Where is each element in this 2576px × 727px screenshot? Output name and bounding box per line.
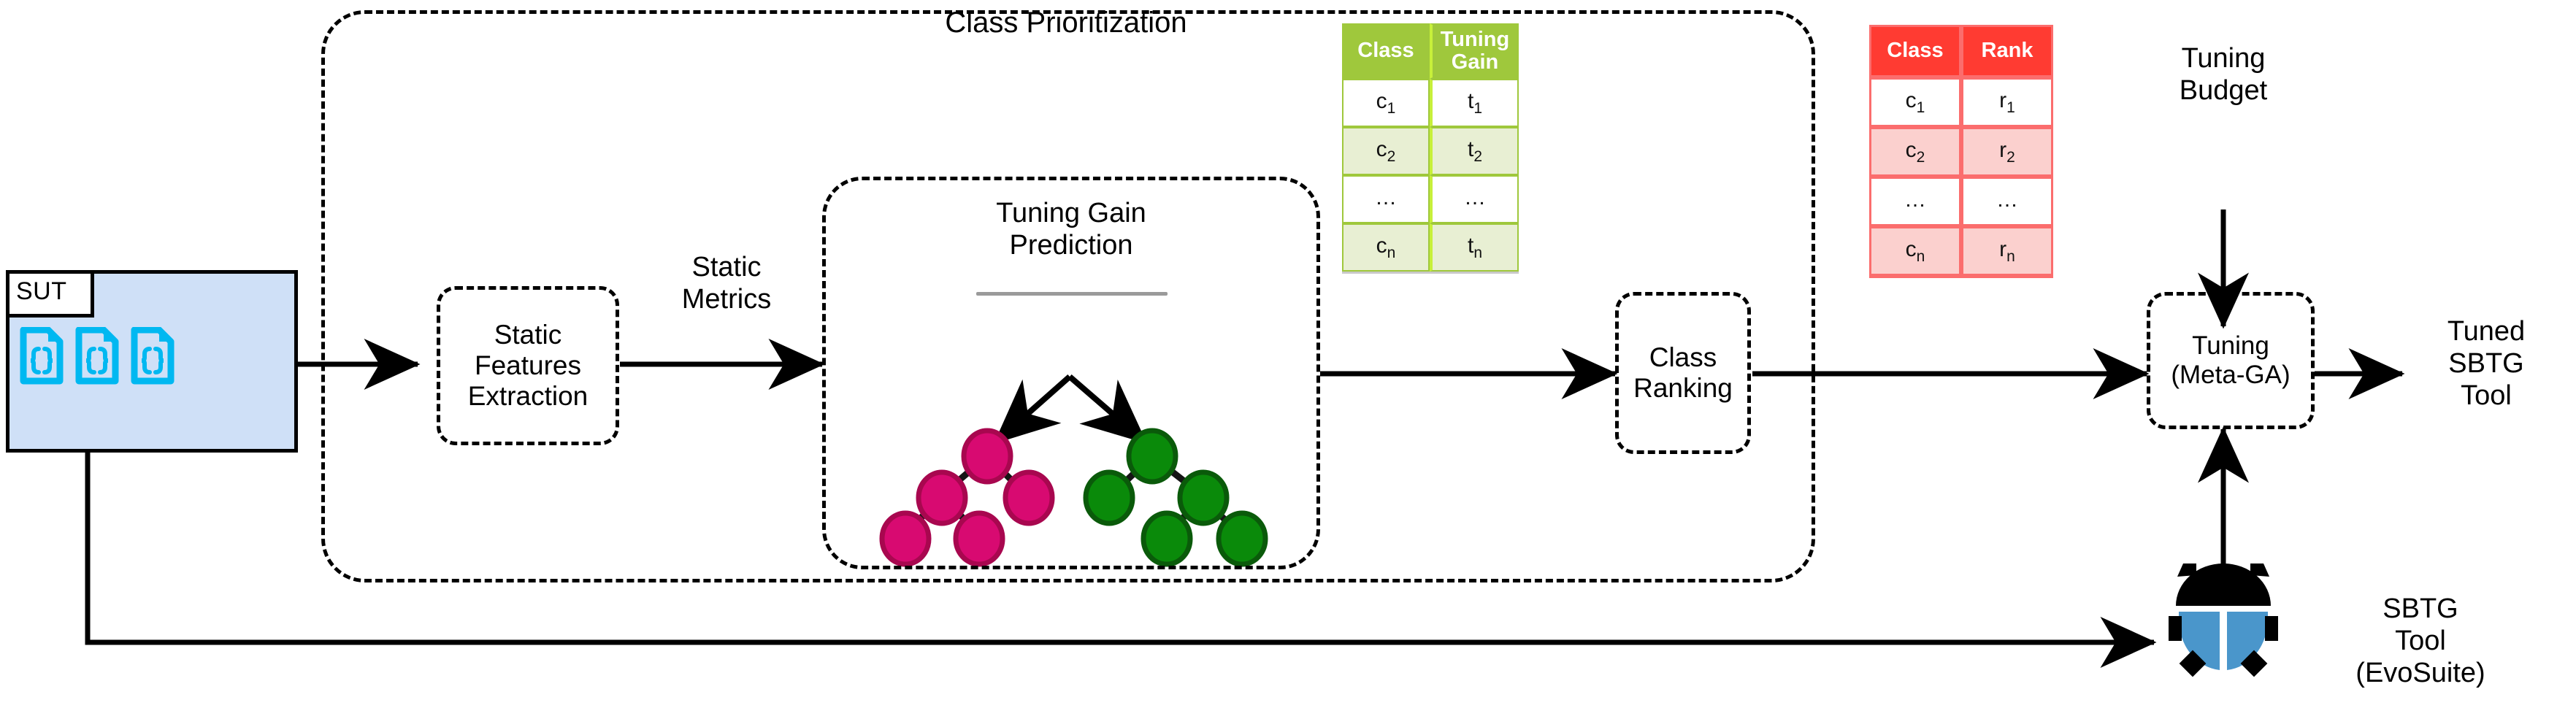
cell-class: c2 (1869, 127, 1961, 177)
edge-sut-to-evosuite (85, 453, 2157, 668)
table-header-row: Class Tuning Gain (1342, 23, 1519, 79)
code-file-icon (20, 327, 64, 385)
tuning-meta-ga-box[interactable]: Tuning (Meta-GA) (2147, 292, 2315, 429)
cell-class: c1 (1342, 79, 1430, 127)
class-prioritization-container (321, 10, 1815, 582)
table-row: c2 r2 (1869, 127, 2053, 177)
cell-rank: r2 (1961, 127, 2053, 177)
cell-class: … (1342, 175, 1430, 223)
cell-rank: … (1961, 177, 2053, 226)
tuning-gain-table-header-class: Class (1342, 23, 1430, 79)
cell-gain: t1 (1430, 79, 1519, 127)
rank-table-header-class: Class (1869, 25, 1961, 77)
right-tree-nodes (1083, 428, 1268, 567)
class-ranking-label: Class Ranking (1633, 342, 1733, 403)
cell-gain: … (1430, 175, 1519, 223)
tuned-sbtg-tool-label: Tuned SBTG Tool (2447, 316, 2526, 412)
forest-divider-rule (976, 292, 1168, 296)
table-row: … … (1869, 177, 2053, 226)
sbtg-tool-evosuite-label: SBTG Tool (EvoSuite) (2355, 593, 2485, 689)
table-header-row: Class Rank (1869, 25, 2053, 77)
left-tree-nodes (879, 428, 1055, 567)
forest-split-right (1067, 374, 1148, 444)
tuning-meta-ga-label: Tuning (Meta-GA) (2171, 331, 2291, 389)
class-ranking-box[interactable]: Class Ranking (1615, 292, 1751, 454)
table-row: c1 t1 (1342, 79, 1519, 127)
sut-label: SUT (16, 277, 67, 305)
class-rank-table: Class Rank c1 r1 c2 r2 … … cn rn (1869, 25, 2053, 276)
static-features-extraction-label: Static Features Extraction (467, 319, 589, 412)
table-row: cn tn (1342, 223, 1519, 272)
cell-rank: rn (1961, 226, 2053, 276)
static-metrics-label: Static Metrics (681, 252, 772, 315)
table-row: c2 t2 (1342, 127, 1519, 175)
tuning-gain-table-header-gain: Tuning Gain (1430, 23, 1519, 79)
cell-class: … (1869, 177, 1961, 226)
table-row: c1 r1 (1869, 77, 2053, 127)
table-row: … … (1342, 175, 1519, 223)
cell-gain: tn (1430, 223, 1519, 272)
static-features-extraction-box[interactable]: Static Features Extraction (437, 286, 619, 445)
code-file-icon (75, 327, 119, 385)
code-file-icon (131, 327, 175, 385)
rank-table-header-rank: Rank (1961, 25, 2053, 77)
cell-gain: t2 (1430, 127, 1519, 175)
tuning-gain-prediction-container (822, 177, 1320, 569)
sut-tab (9, 274, 94, 318)
cell-class: cn (1869, 226, 1961, 276)
cell-class: cn (1342, 223, 1430, 272)
class-prioritization-title: Class Prioritization (945, 7, 1187, 39)
cell-class: c1 (1869, 77, 1961, 127)
tuning-gain-prediction-label: Tuning Gain Prediction (996, 198, 1146, 261)
cell-class: c2 (1342, 127, 1430, 175)
sut-box: SUT (6, 270, 298, 453)
evosuite-beetle-icon (2169, 563, 2278, 677)
cell-rank: r1 (1961, 77, 2053, 127)
sut-file-list (19, 327, 175, 385)
tuning-gain-table: Class Tuning Gain c1 t1 c2 t2 … … cn tn (1342, 23, 1519, 272)
forest-split-left (994, 374, 1072, 444)
table-row: cn rn (1869, 226, 2053, 276)
tuning-budget-label: Tuning Budget (2179, 43, 2268, 107)
